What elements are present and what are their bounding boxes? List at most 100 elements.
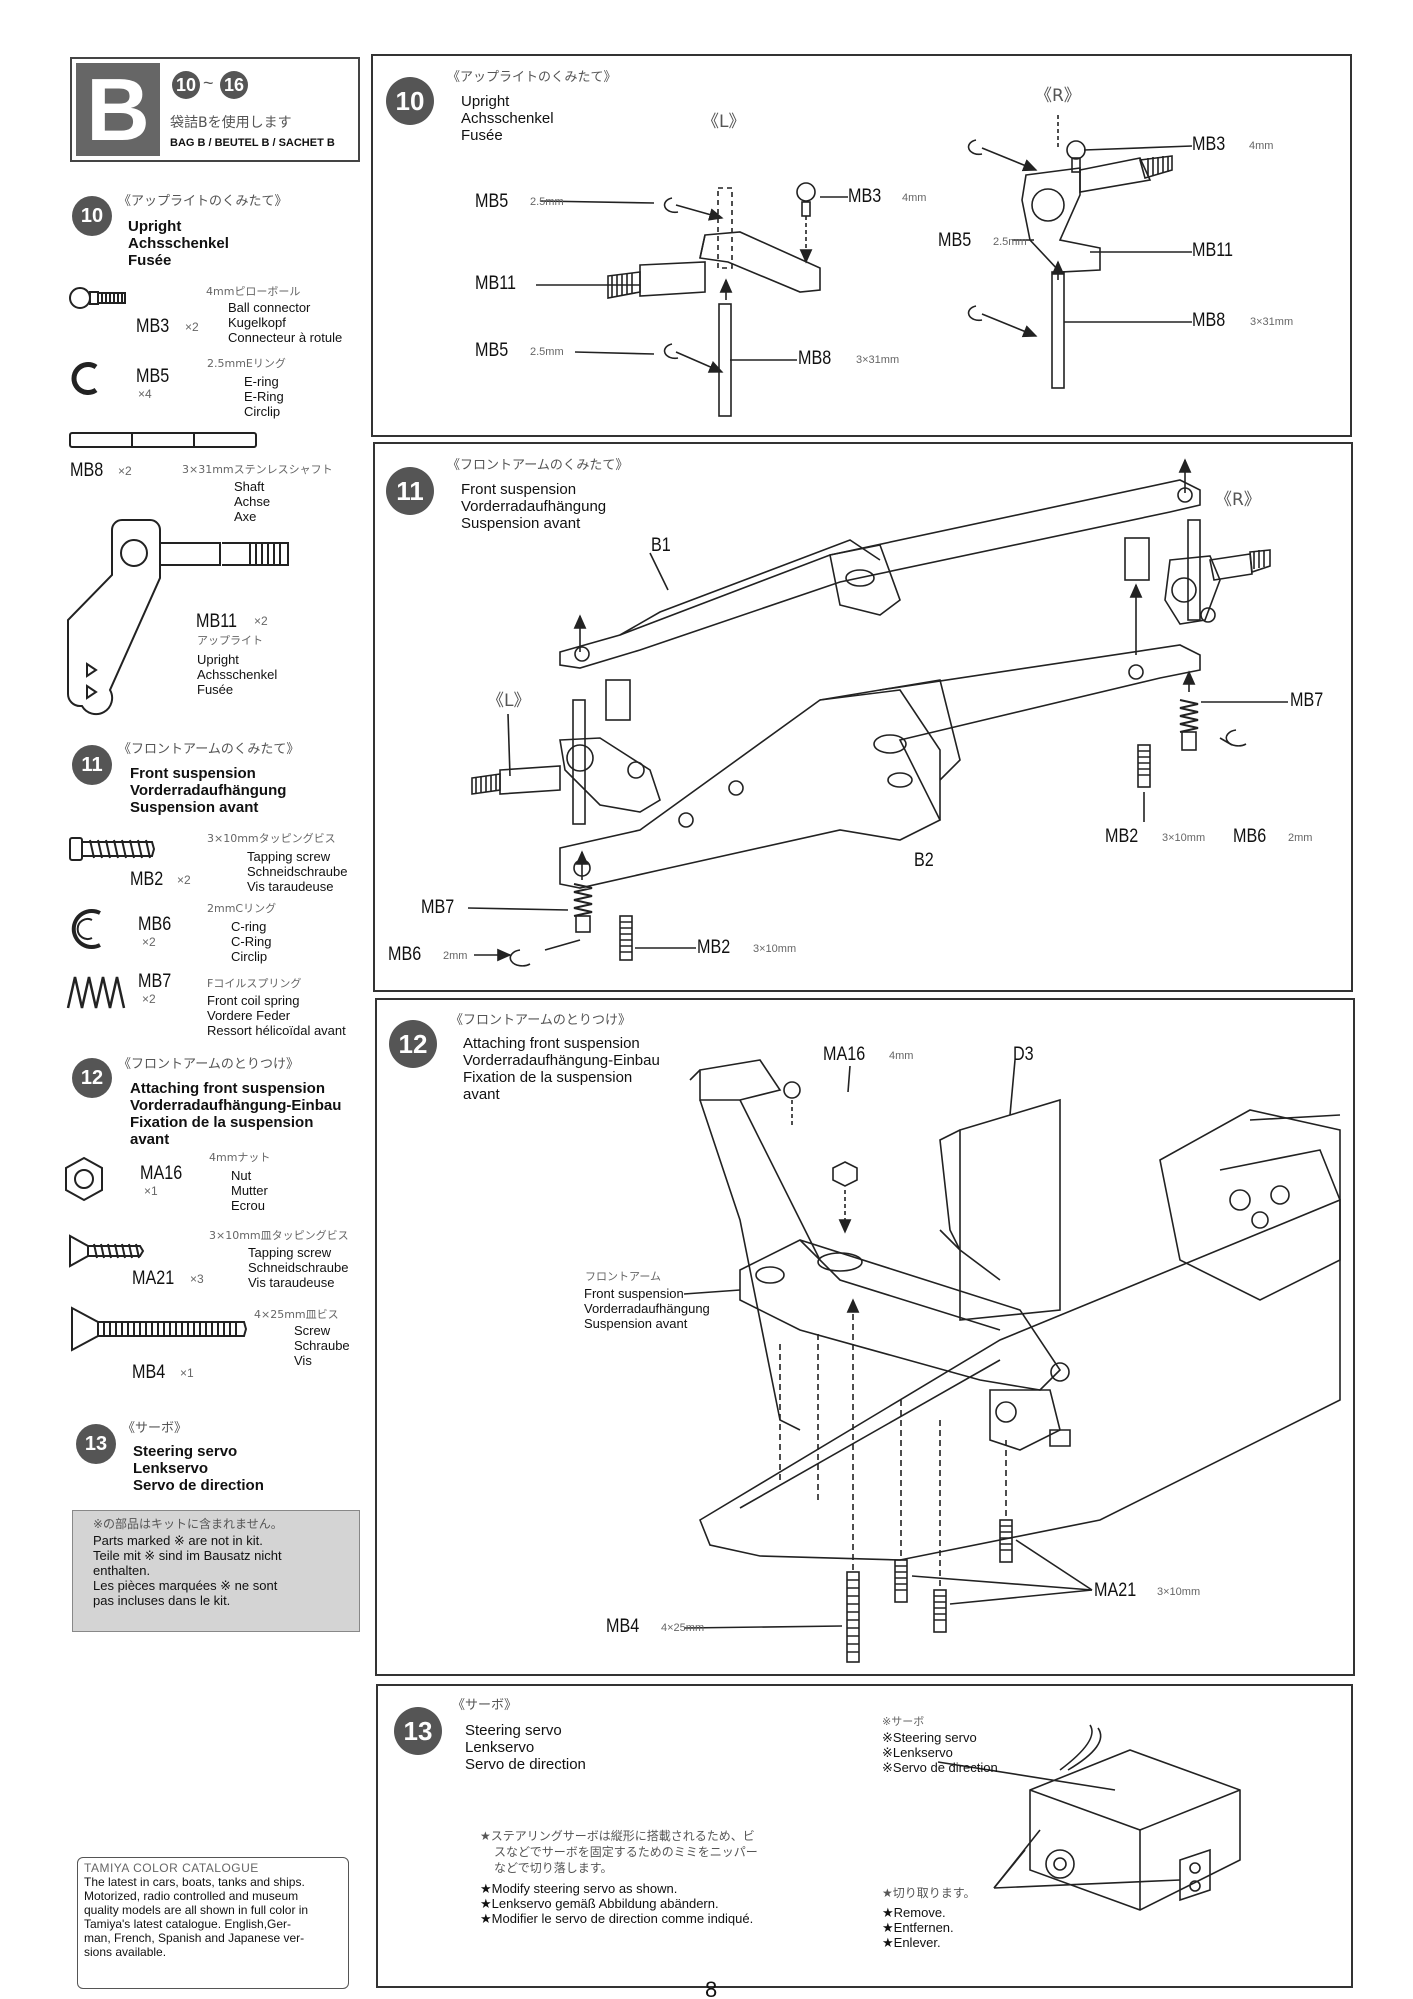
p11-mb2-left-size: 3×10mm <box>753 943 797 955</box>
p13-cut-en: ★Remove. <box>882 1905 946 1920</box>
catalogue-line: quality models are all shown in full col… <box>84 1903 309 1917</box>
p11-b2: B2 <box>914 850 934 871</box>
mb8-code: MB8 <box>70 460 104 481</box>
ma21-qty: ×3 <box>190 1272 204 1286</box>
mb7-en: Front coil spring <box>207 993 300 1008</box>
panel-step-12 <box>375 998 1355 1676</box>
catalogue-line: Motorized, radio controlled and museum <box>84 1889 299 1903</box>
mb3-code: MB3 <box>136 316 170 337</box>
mb5-de: E-Ring <box>244 389 284 404</box>
p10-mb3-left-size: 4mm <box>902 192 927 204</box>
ma16-fr: Ecrou <box>231 1198 265 1213</box>
step-12-en: Attaching front suspension <box>130 1080 325 1097</box>
mb3-en: Ball connector <box>228 300 311 315</box>
ma16-en: Nut <box>231 1168 252 1183</box>
section-letter: B <box>76 63 160 156</box>
step-10-de: Achsschenkel <box>128 235 229 252</box>
p13-note-fr: ★Modifier le servo de direction comme in… <box>480 1911 754 1926</box>
header-bag: BAG B / BEUTEL B / SACHET B <box>170 137 335 149</box>
panel-10-en: Upright <box>461 93 510 110</box>
ma16-code: MA16 <box>140 1163 183 1184</box>
p11-mb2-left: MB2 <box>697 937 731 958</box>
p13-cut-jp: ★切り取ります。 <box>882 1886 976 1900</box>
mb3-jp: 4mmピローボール <box>206 285 301 298</box>
panel-13-de: Lenkservo <box>465 1739 535 1756</box>
p13-cut-fr: ★Enlever. <box>882 1935 941 1950</box>
catalogue-line: man, French, Spanish and Japanese ver- <box>84 1931 305 1945</box>
mb5-code: MB5 <box>136 366 170 387</box>
panel-11-jp: 《フロントアームのくみたて》 <box>447 458 629 473</box>
panel-step-13 <box>376 1684 1353 1988</box>
p13-servo-de: ※Lenkservo <box>882 1745 953 1760</box>
mb2-en: Tapping screw <box>247 849 331 864</box>
mb4-qty: ×1 <box>180 1366 194 1380</box>
notice-jp: ※の部品はキットに含まれません。 <box>93 1517 283 1531</box>
p12-front-arm-de: Vorderradaufhängung <box>584 1301 710 1316</box>
mb7-qty: ×2 <box>142 992 156 1006</box>
ma21-jp: 3×10mm皿タッピングビス <box>209 1229 349 1242</box>
mb2-jp: 3×10mmタッピングビス <box>207 832 336 845</box>
step-circle: 16 <box>220 71 248 99</box>
p12-ma16-size: 4mm <box>889 1050 914 1062</box>
mb5-fr: Circlip <box>244 404 281 419</box>
step-12-de: Vorderradaufhängung-Einbau <box>130 1097 342 1114</box>
step-10-jp: 《アップライトのくみたて》 <box>118 194 288 209</box>
step-tilde: ~ <box>203 73 214 93</box>
mb11-en: Upright <box>197 652 239 667</box>
catalogue-box: TAMIYA COLOR CATALOGUE The latest in car… <box>77 1857 349 1989</box>
catalogue-line: The latest in cars, boats, tanks and shi… <box>84 1875 305 1889</box>
mb3-de: Kugelkopf <box>228 315 286 330</box>
p10-mb3-right-size: 4mm <box>1249 140 1274 152</box>
step-10-fr: Fusée <box>128 252 172 269</box>
p12-mb4-size: 4×25mm <box>661 1622 705 1634</box>
mb11-de: Achsschenkel <box>197 667 278 682</box>
mb7-code: MB7 <box>138 971 172 992</box>
panel-12-de: Vorderradaufhängung-Einbau <box>463 1052 660 1069</box>
mb4-jp: 4×25mm皿ビス <box>254 1308 339 1321</box>
p12-mb4: MB4 <box>606 1616 640 1637</box>
mb4-en: Screw <box>294 1323 331 1338</box>
mb8-fr: Axe <box>234 509 257 524</box>
panel-11-fr: Suspension avant <box>461 515 581 532</box>
step-11-circle: 11 <box>72 745 112 785</box>
panel-10-circle: 10 <box>386 77 434 125</box>
p12-ma16: MA16 <box>823 1044 866 1065</box>
mb5-qty: ×4 <box>138 387 152 401</box>
mb11-code: MB11 <box>196 611 237 632</box>
notice-fr: Les pièces marquées ※ ne sont <box>93 1578 278 1593</box>
p10-mb5-top-size: 2.5mm <box>530 196 564 208</box>
p10-mb3-left: MB3 <box>848 186 882 207</box>
p10-mb5-bottom: MB5 <box>475 340 509 361</box>
panel-12-jp: 《フロントアームのとりつけ》 <box>450 1013 631 1028</box>
p11-mb7-right: MB7 <box>1290 690 1324 711</box>
panel-12-circle: 12 <box>389 1020 437 1068</box>
p13-servo-en: ※Steering servo <box>882 1730 977 1745</box>
panel-13-circle: 13 <box>394 1707 442 1755</box>
p13-servo-jp: ※サーボ <box>882 1715 925 1728</box>
mb11-jp: アップライト <box>197 634 263 647</box>
step-13-circle: 13 <box>76 1424 116 1464</box>
mb6-en: C-ring <box>231 919 267 934</box>
mb2-qty: ×2 <box>177 873 191 887</box>
step-11-de: Vorderradaufhängung <box>130 782 287 799</box>
step-circle: 10 <box>172 71 200 99</box>
notice-de: Teile mit ※ sind im Bausatz nicht <box>93 1548 282 1563</box>
p12-front-arm-jp: フロントアーム <box>585 1270 662 1283</box>
p11-b1: B1 <box>651 535 671 556</box>
p10-mb5-right: MB5 <box>938 230 972 251</box>
mb7-de: Vordere Feder <box>207 1008 291 1023</box>
mb4-code: MB4 <box>132 1362 166 1383</box>
step-12-circle: 12 <box>72 1058 112 1098</box>
section-header: B 10 ~ 16 袋詰Bを使用します BAG B / BEUTEL B / S… <box>70 57 360 162</box>
p10-mb8-right-size: 3×31mm <box>1250 316 1294 328</box>
panel-12-fr2: avant <box>463 1086 500 1103</box>
page-number: 8 <box>705 1980 718 1999</box>
panel-10-right-tag: 《R》 <box>1035 86 1081 106</box>
mb7-jp: Fコイルスプリング <box>207 977 302 990</box>
catalogue-title: TAMIYA COLOR CATALOGUE <box>84 1861 259 1875</box>
mb5-en: E-ring <box>244 374 279 389</box>
p10-mb11: MB11 <box>475 273 516 294</box>
p10-mb5-right-size: 2.5mm <box>993 236 1027 248</box>
panel-11-left-tag: 《L》 <box>487 691 531 711</box>
